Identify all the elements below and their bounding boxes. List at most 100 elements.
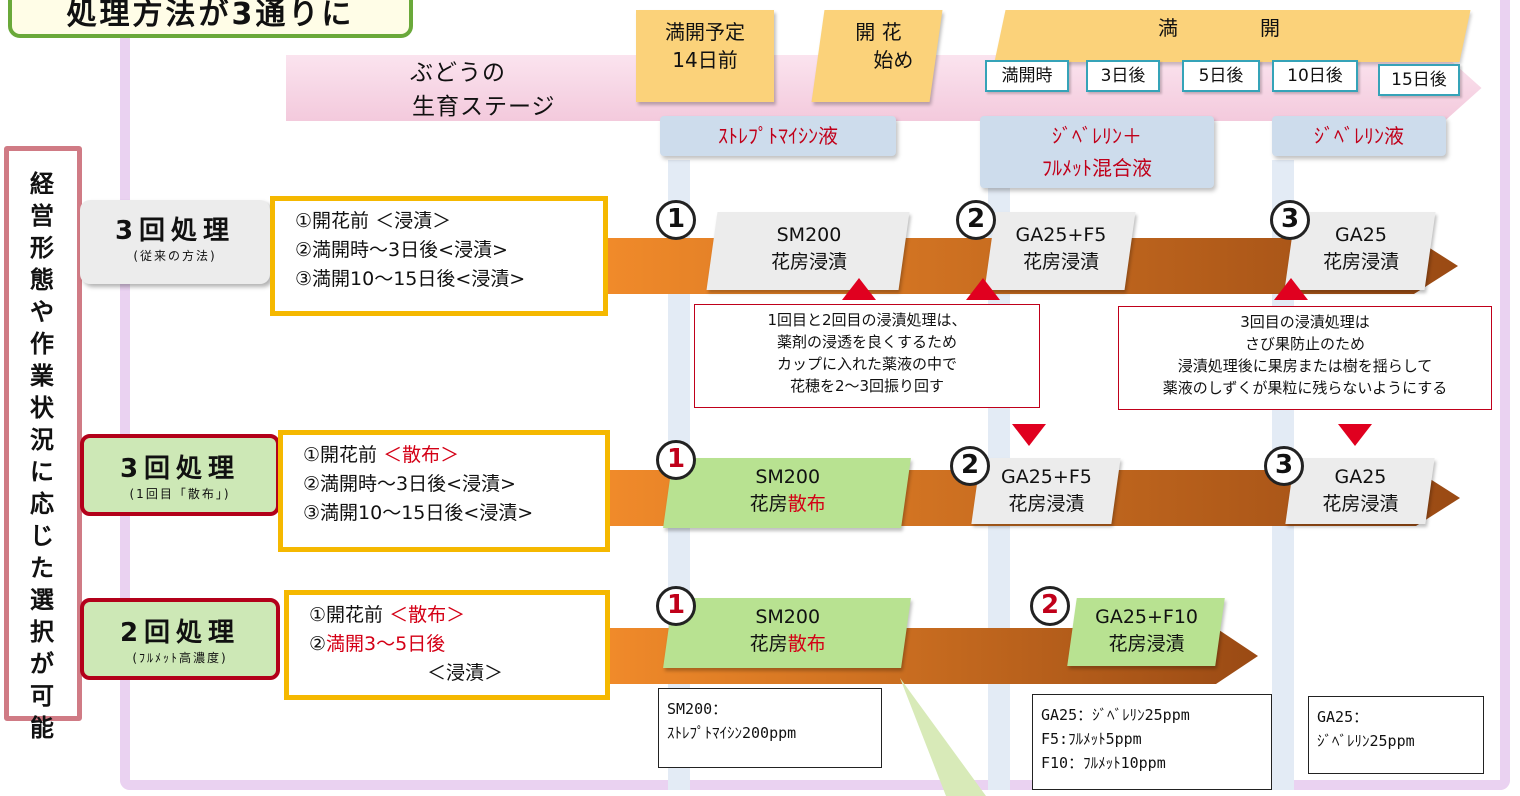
row2-card1-line1: SM200 — [755, 466, 821, 488]
chemical-ga-mix-line2: ﾌﾙﾒｯﾄ混合液 — [1042, 156, 1152, 180]
row3-step1-text: ①開花前 — [309, 604, 390, 626]
row3-step1: ①開花前 ＜散布＞ — [309, 601, 605, 630]
stage-bloom-line1: 開 花 — [855, 20, 902, 44]
row2-card2-line2: 花房浸漬 — [1008, 493, 1085, 515]
stage-label-line2: 生育ステージ — [412, 94, 556, 120]
day-box-15days: 15日後 — [1378, 64, 1460, 96]
row2-step1-spray: ＜散布＞ — [383, 444, 460, 466]
step-number-3-icon: 3 — [1264, 446, 1304, 486]
legend-sm: SM200： ｽﾄﾚﾌﾟﾄﾏｲｼﾝ200ppm — [658, 688, 882, 768]
row1-card2: GA25+F5 花房浸漬 — [984, 212, 1136, 290]
row3-card1-line1: SM200 — [755, 606, 821, 628]
shake-note-line3: 浸漬処理後に果房または樹を揺らして — [1177, 357, 1433, 375]
step-number-1-icon: 1 — [656, 440, 696, 480]
chemical-ga-mix-line1: ｼﾞﾍﾞﾚﾘﾝ＋ — [1052, 124, 1142, 148]
dip-note-line4: 花穂を2～3回振り回す — [789, 377, 945, 395]
full-bloom-char1: 満 — [1158, 16, 1178, 40]
row1-step3: ③満開10～15日後<浸漬> — [295, 268, 526, 290]
row1-card3-line2: 花房浸漬 — [1322, 251, 1399, 273]
row1-label: 3回処理 (従来の方法) — [80, 200, 270, 284]
legend-gaf-line1: GA25：ｼﾞﾍﾞﾚﾘﾝ25ppm — [1041, 706, 1190, 724]
row1-title: 3回処理 — [114, 216, 236, 246]
step-number-2-icon: 2 — [950, 446, 990, 486]
shake-note-line4: 薬液のしずくが果粒に残らないようにする — [1162, 379, 1448, 397]
stage-pre14-line1: 満開予定 — [665, 20, 745, 44]
stage-tab-bloom-start: 開 花 始め — [811, 10, 943, 102]
row2-card2: GA25+F5 花房浸漬 — [971, 458, 1121, 524]
row1-card1: SM200 花房浸漬 — [706, 212, 910, 290]
row1-step1: ①開花前 ＜浸漬＞ — [295, 210, 452, 232]
step-number-2-icon: 2 — [1030, 586, 1070, 626]
chemical-gibberellin: ｼﾞﾍﾞﾚﾘﾝ液 — [1272, 116, 1446, 156]
row3-step2-method: ＜浸漬＞ — [427, 662, 504, 684]
row1-card1-line2: 花房浸漬 — [770, 251, 847, 273]
note-pointer-down-2-icon — [1338, 424, 1372, 446]
legend-sm-line2: ｽﾄﾚﾌﾟﾄﾏｲｼﾝ200ppm — [667, 724, 797, 742]
row2-card1-line2-spray: 散布 — [787, 493, 826, 515]
row3-steps: ①開花前 ＜散布＞ ②満開3～5日後 ＜浸漬＞ — [284, 590, 610, 700]
stage-pre14-line2: 14日前 — [672, 48, 738, 72]
row1-card2-line1: GA25+F5 — [1015, 224, 1107, 246]
row3-step2-num: ② — [309, 633, 327, 655]
stage-tab-pre14: 満開予定 14日前 — [636, 10, 774, 102]
legend-ga-line2: ｼﾞﾍﾞﾚﾘﾝ25ppm — [1317, 732, 1415, 750]
dip-note-line3: カップに入れた薬液の中で — [776, 355, 957, 373]
row3-subtitle: (ﾌﾙﾒｯﾄ高濃度) — [132, 651, 228, 665]
stage-label-line1: ぶどうの — [410, 60, 506, 86]
step-number-3-icon: 3 — [1270, 200, 1310, 240]
dip-note: 1回目と2回目の浸漬処理は、 薬剤の浸透を良くするため カップに入れた薬液の中で… — [694, 304, 1040, 408]
step-number-2-icon: 2 — [956, 200, 996, 240]
row3-card1-line2-text: 花房 — [749, 633, 788, 655]
row2-card2-line1: GA25+F5 — [1000, 466, 1092, 488]
row3-step1-spray: ＜散布＞ — [389, 604, 466, 626]
row2-step1: ①開花前 ＜散布＞ — [303, 441, 605, 470]
shake-note-line2: さび果防止のため — [1244, 335, 1365, 353]
row3-step2-timing: 満開3～5日後 — [326, 633, 446, 655]
chemical-streptomycin: ｽﾄﾚﾌﾟﾄﾏｲｼﾝ液 — [660, 116, 896, 156]
dip-note-line1: 1回目と2回目の浸漬処理は、 — [767, 311, 967, 329]
row3-card1: SM200 花房散布 — [663, 598, 911, 668]
row2-card1-line2: 花房散布 — [669, 491, 907, 518]
legend-ga-flumet: GA25：ｼﾞﾍﾞﾚﾘﾝ25ppm F5:ﾌﾙﾒｯﾄ5ppm F10：ﾌﾙﾒｯﾄ… — [1032, 694, 1272, 790]
chemical-gibberellin-flumet: ｼﾞﾍﾞﾚﾘﾝ＋ ﾌﾙﾒｯﾄ混合液 — [980, 116, 1214, 188]
row1-card2-line2: 花房浸漬 — [1022, 251, 1099, 273]
row2-label: 3回処理 (1回目「散布」) — [80, 434, 280, 516]
day-box-5days: 5日後 — [1182, 60, 1260, 92]
row2-step1-text: ①開花前 — [303, 444, 384, 466]
row1-subtitle: (従来の方法) — [133, 249, 217, 263]
row2-card3-line1: GA25 — [1334, 466, 1387, 488]
row2-card3-line2: 花房浸漬 — [1322, 493, 1399, 515]
note-pointer-up-1-icon — [842, 278, 876, 300]
row3-card2-line1: GA25+F10 — [1095, 606, 1199, 628]
legend-gaf-line3: F10：ﾌﾙﾒｯﾄ10ppm — [1041, 754, 1166, 772]
shake-note-line1: 3回目の浸漬処理は — [1240, 313, 1370, 331]
note-pointer-up-3-icon — [1274, 278, 1308, 300]
row2-card3: GA25 花房浸漬 — [1285, 458, 1435, 524]
side-label-box — [4, 146, 82, 721]
legend-ga-line1: GA25： — [1317, 708, 1369, 726]
row3-card1-line2: 花房散布 — [669, 631, 907, 658]
row1-card3-line1: GA25 — [1335, 224, 1387, 246]
side-label-text: 経営形態や作業状況に応じた選択が可能 — [30, 170, 54, 742]
row2-step2: ②満開時～3日後<浸漬> — [303, 473, 516, 495]
row2-step3: ③満開10～15日後<浸漬> — [303, 502, 534, 524]
note-pointer-up-2-icon — [966, 278, 1000, 300]
row3-card1-line2-spray: 散布 — [787, 633, 826, 655]
shake-note: 3回目の浸漬処理は さび果防止のため 浸漬処理後に果房または樹を揺らして 薬液の… — [1118, 306, 1492, 410]
growth-stage-label: ぶどうの 生育ステージ — [410, 56, 556, 124]
callout-wedge — [900, 678, 986, 796]
day-box-full-bloom: 満開時 — [985, 60, 1069, 92]
dip-note-line2: 薬剤の浸透を良くするため — [776, 333, 957, 351]
day-box-10days: 10日後 — [1272, 60, 1358, 92]
legend-sm-line1: SM200： — [667, 700, 728, 718]
row2-subtitle: (1回目「散布」) — [129, 487, 231, 501]
stage-bloom-line2: 始め — [873, 48, 914, 72]
row2-card1-line2-text: 花房 — [749, 493, 788, 515]
row3-title: 2回処理 — [119, 618, 241, 648]
note-pointer-down-1-icon — [1012, 424, 1046, 446]
row1-card1-line1: SM200 — [776, 224, 842, 246]
row2-title: 3回処理 — [119, 454, 241, 484]
row3-card2-line2: 花房浸漬 — [1108, 633, 1185, 655]
day-box-3days: 3日後 — [1086, 60, 1160, 92]
row2-steps: ①開花前 ＜散布＞ ②満開時～3日後<浸漬> ③満開10～15日後<浸漬> — [278, 430, 610, 552]
